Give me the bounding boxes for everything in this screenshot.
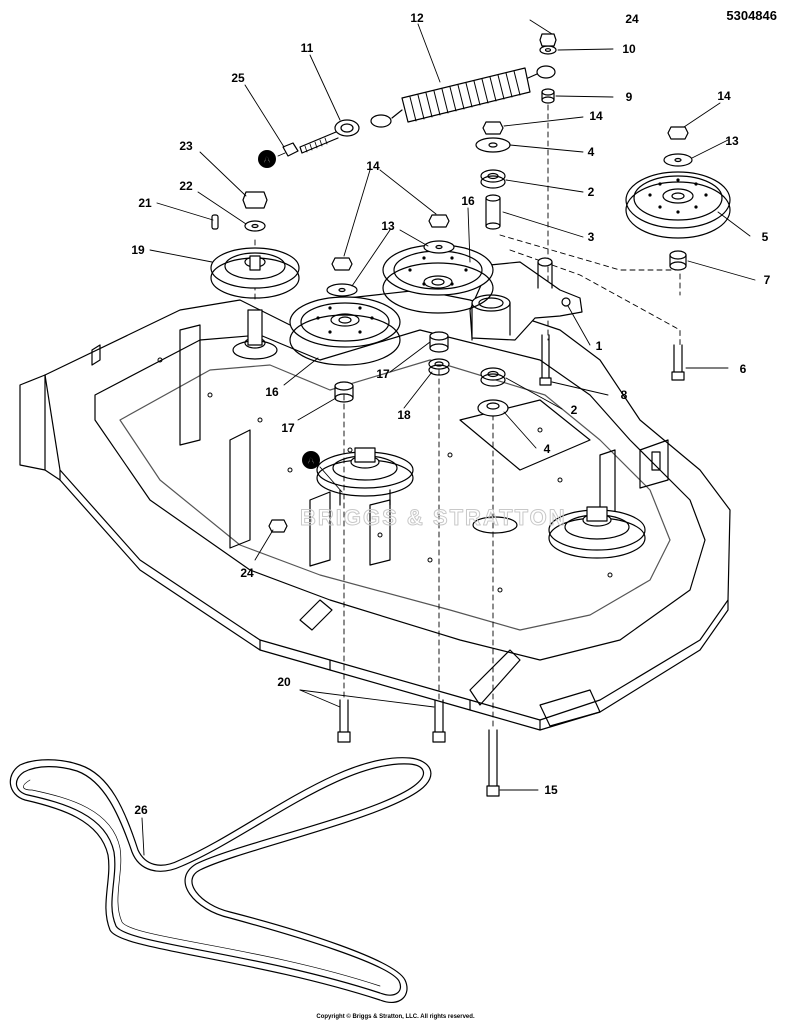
callout-24-top: 24 — [625, 12, 639, 26]
deck-spindle-pulley-right — [548, 506, 646, 559]
svg-text:A: A — [263, 154, 271, 166]
callout-17-center: 17 — [376, 367, 390, 381]
nut-24-top — [539, 33, 557, 47]
shoulder-bolt-8 — [539, 334, 552, 386]
callout-8: 8 — [621, 388, 628, 402]
washer-13-center — [423, 240, 455, 254]
key-21 — [211, 214, 219, 230]
nut-14-left — [331, 257, 353, 271]
callout-4-upper: 4 — [588, 145, 595, 159]
callout-24-deck: 24 — [240, 566, 254, 580]
callout-14-right: 14 — [717, 89, 731, 103]
spacer-9 — [541, 88, 555, 104]
leader-lines — [141, 19, 756, 856]
callout-1: 1 — [596, 339, 603, 353]
bolt-20-right — [432, 699, 446, 743]
bearing-18 — [428, 358, 450, 376]
callout-12: 12 — [410, 11, 424, 25]
eyebolt — [299, 119, 360, 154]
callout-4-lower: 4 — [544, 442, 551, 456]
nut-14-right — [667, 126, 689, 140]
bolt-15 — [486, 729, 500, 797]
callout-10: 10 — [622, 42, 636, 56]
mower-deck — [19, 289, 731, 731]
callout-14-idler: 14 — [589, 109, 603, 123]
nut-23 — [242, 191, 268, 209]
callout-17-left: 17 — [281, 421, 295, 435]
deck-spindle-housing-left — [232, 309, 278, 360]
nut-14-center — [428, 214, 450, 228]
callout-15: 15 — [544, 783, 558, 797]
callout-23: 23 — [179, 139, 193, 153]
reference-marker-a-bottom: A — [302, 451, 320, 469]
drive-belt — [9, 757, 432, 1003]
callout-9: 9 — [626, 90, 633, 104]
bolt-20-left — [337, 699, 351, 743]
washer-upper — [475, 137, 511, 153]
callout-7: 7 — [764, 273, 771, 287]
callout-11: 11 — [301, 41, 314, 55]
callout-2-lower: 2 — [571, 403, 578, 417]
washer-10 — [539, 45, 557, 55]
callout-21: 21 — [138, 196, 152, 210]
bearing-lower — [480, 367, 506, 387]
washer-13-right — [663, 153, 693, 167]
callout-20: 20 — [277, 675, 291, 689]
callout-13-left: 13 — [381, 219, 395, 233]
spacer-17-center — [429, 331, 449, 353]
callout-22: 22 — [179, 179, 193, 193]
copyright-notice: Copyright © Briggs & Stratton, LLC. All … — [316, 1014, 475, 1020]
deck-spindle-pulley-left — [316, 447, 414, 506]
callout-3: 3 — [588, 230, 595, 244]
extension-spring — [370, 65, 556, 128]
svg-text:A: A — [307, 455, 315, 467]
eyebolt-nut — [282, 142, 299, 157]
callout-19: 19 — [131, 243, 145, 257]
callout-14-left: 14 — [366, 159, 380, 173]
idler-arm — [469, 257, 583, 341]
callout-6: 6 — [740, 362, 747, 376]
nut-24-deck — [268, 519, 288, 533]
bearing-upper — [480, 169, 506, 189]
bolt-6 — [671, 344, 685, 381]
callout-25: 25 — [231, 71, 245, 85]
washer-22 — [244, 220, 266, 232]
part-number: 5304846 — [726, 8, 777, 23]
callout-16-center: 16 — [461, 194, 475, 208]
reference-marker-a-top: A — [258, 150, 276, 168]
idler-pulley-5 — [625, 171, 731, 239]
callout-18: 18 — [397, 408, 411, 422]
callout-26: 26 — [134, 803, 148, 817]
callout-16-left: 16 — [265, 385, 279, 399]
watermark: BRIGGS & STRATTON — [300, 505, 567, 530]
idler-spacer — [485, 194, 501, 230]
callout-labels: 12 11 25 24 10 9 14 4 2 3 1 8 2 4 6 7 5 … — [131, 11, 770, 817]
callout-13-right: 13 — [725, 134, 739, 148]
spindle-pulley-19 — [210, 247, 300, 299]
callout-5: 5 — [762, 230, 769, 244]
spacer-7 — [669, 250, 687, 271]
washer-lower — [477, 399, 509, 417]
callout-2-upper: 2 — [588, 185, 595, 199]
double-pulley-16-left — [289, 296, 401, 366]
spacer-17-left — [334, 381, 354, 403]
nut-idler — [482, 121, 504, 135]
washer-13-left — [326, 283, 358, 297]
